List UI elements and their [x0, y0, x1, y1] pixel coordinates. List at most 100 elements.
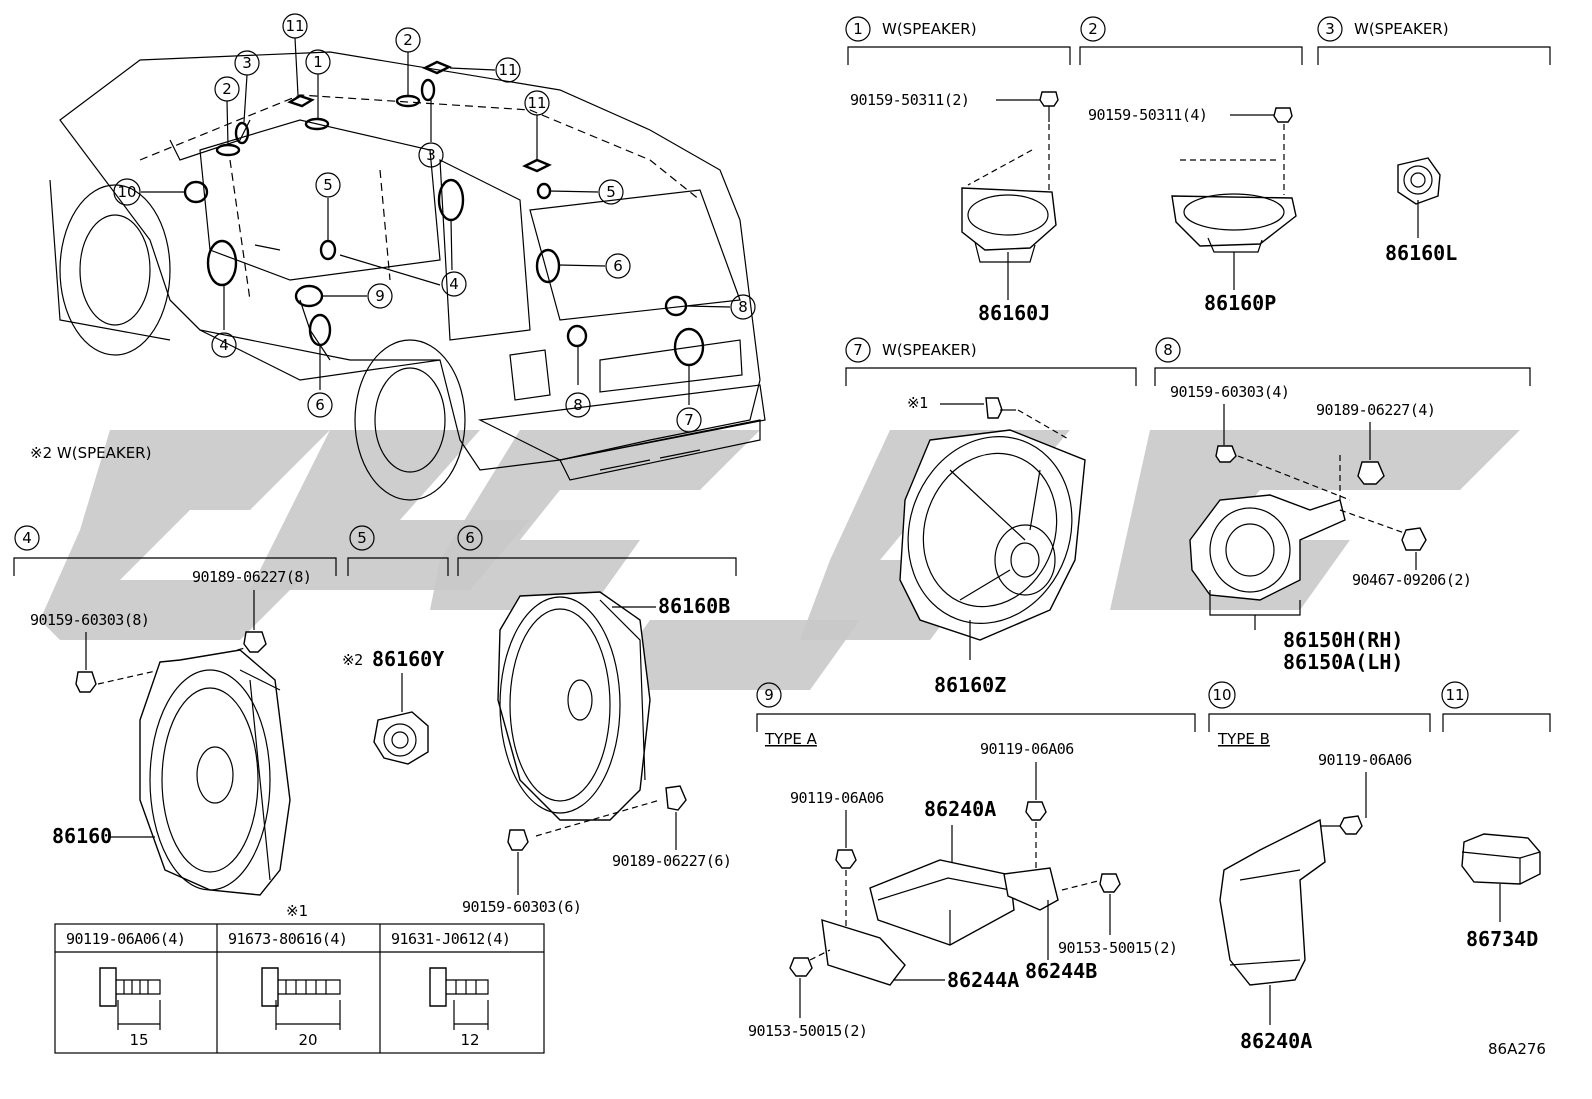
- svg-text:90119-06A06: 90119-06A06: [790, 789, 884, 807]
- callout-6b: 6: [307, 392, 333, 418]
- svg-text:※1: ※1: [286, 902, 308, 920]
- speaker-location-marks: [183, 60, 705, 367]
- svg-text:91631-J0612(4): 91631-J0612(4): [391, 930, 510, 948]
- svg-text:86150H(RH): 86150H(RH): [1283, 628, 1403, 652]
- svg-text:8: 8: [738, 298, 748, 316]
- svg-text:91673-80616(4): 91673-80616(4): [228, 930, 347, 948]
- callout-5a: 5: [315, 172, 341, 198]
- svg-text:6: 6: [613, 257, 623, 275]
- svg-text:11: 11: [498, 61, 517, 79]
- svg-text:90153-50015(2): 90153-50015(2): [748, 1022, 867, 1040]
- svg-text:86244A: 86244A: [947, 968, 1019, 992]
- svg-text:10: 10: [117, 183, 136, 201]
- svg-text:90159-60303(6): 90159-60303(6): [462, 898, 581, 916]
- svg-text:90119-06A06: 90119-06A06: [980, 740, 1074, 758]
- svg-text:90189-06227(6): 90189-06227(6): [612, 852, 731, 870]
- svg-text:8: 8: [573, 396, 583, 414]
- car-callout-lines: [141, 37, 731, 405]
- svg-text:86160: 86160: [52, 824, 112, 848]
- svg-text:2: 2: [222, 80, 232, 98]
- type-a-label: TYPE A: [764, 730, 818, 748]
- svg-text:※2: ※2: [342, 651, 363, 669]
- svg-text:3: 3: [1325, 20, 1335, 38]
- section-10-amplifier: 90119-06A06 86240A: [1219, 751, 1413, 1053]
- svg-text:12: 12: [460, 1031, 479, 1049]
- section-3-tweeter: 86160L: [1385, 157, 1457, 265]
- svg-text:90189-06227(8): 90189-06227(8): [192, 568, 311, 586]
- svg-text:86240A: 86240A: [924, 797, 996, 821]
- section-6-speaker: 86160B 90189-06227(6) 90159-60303(6): [462, 591, 732, 916]
- svg-text:9: 9: [764, 686, 774, 704]
- svg-text:90159-60303(4): 90159-60303(4): [1170, 383, 1289, 401]
- svg-text:86160J: 86160J: [978, 301, 1050, 325]
- svg-text:3: 3: [242, 54, 252, 72]
- svg-text:4: 4: [219, 336, 229, 354]
- svg-text:11: 11: [285, 17, 304, 35]
- callout-11b: 11: [495, 57, 521, 83]
- callout-7: 7: [676, 407, 702, 433]
- callout-8a: 8: [730, 294, 756, 320]
- svg-text:7: 7: [853, 341, 863, 359]
- svg-text:90159-60303(8): 90159-60303(8): [30, 611, 149, 629]
- svg-text:90159-50311(4): 90159-50311(4): [1088, 106, 1207, 124]
- callout-5b: 5: [598, 179, 624, 205]
- callout-9: 9: [367, 283, 393, 309]
- section-8-speaker: 90159-60303(4) 90189-06227(4) 90467-0920…: [1170, 383, 1472, 674]
- callout-8b: 8: [565, 392, 591, 418]
- svg-text:5: 5: [357, 529, 367, 547]
- svg-text:86160L: 86160L: [1385, 241, 1457, 265]
- section-4-speaker: 90189-06227(8) 90159-60303(8) 86160: [30, 568, 312, 896]
- bolt-table: ※1 90119-06A06(4) 91673-80616(4) 91631-J…: [54, 902, 545, 1054]
- svg-text:11: 11: [527, 94, 546, 112]
- svg-text:90153-50015(2): 90153-50015(2): [1058, 939, 1177, 957]
- svg-text:1: 1: [853, 20, 863, 38]
- callout-4a: 4: [441, 271, 467, 297]
- svg-text:6: 6: [465, 529, 475, 547]
- svg-text:90467-09206(2): 90467-09206(2): [1352, 571, 1471, 589]
- section-2-speaker: 90159-50311(4) 86160P: [1088, 106, 1297, 315]
- svg-text:※1: ※1: [907, 394, 928, 412]
- svg-text:9: 9: [375, 287, 385, 305]
- callout-1a: 1: [305, 49, 331, 75]
- svg-text:90159-50311(2): 90159-50311(2): [850, 91, 969, 109]
- svg-text:90189-06227(4): 90189-06227(4): [1316, 401, 1435, 419]
- svg-text:11: 11: [1445, 686, 1464, 704]
- svg-text:15: 15: [129, 1031, 148, 1049]
- svg-text:5: 5: [606, 183, 616, 201]
- svg-text:6: 6: [315, 396, 325, 414]
- reference-code: 86A276: [1488, 1040, 1546, 1058]
- svg-text:86160Z: 86160Z: [934, 673, 1006, 697]
- svg-text:90119-06A06(4): 90119-06A06(4): [66, 930, 185, 948]
- callout-3a: 3: [234, 50, 260, 76]
- callout-11a: 11: [282, 13, 308, 39]
- type-b-label: TYPE B: [1217, 730, 1270, 748]
- vehicle-illustration: [49, 51, 766, 501]
- svg-text:86734D: 86734D: [1466, 927, 1538, 951]
- svg-text:3: 3: [426, 146, 436, 164]
- svg-text:4: 4: [449, 275, 459, 293]
- svg-text:8: 8: [1163, 341, 1173, 359]
- svg-text:10: 10: [1212, 686, 1231, 704]
- svg-text:W(SPEAKER): W(SPEAKER): [882, 341, 977, 359]
- svg-text:86160Y: 86160Y: [372, 647, 444, 671]
- callout-4b: 4: [211, 332, 237, 358]
- callout-2b: 2: [395, 27, 421, 53]
- svg-text:20: 20: [298, 1031, 317, 1049]
- section-headers: 1 W(SPEAKER) 2 3 W(SPEAKER) 4 5 6 7 W(SP…: [13, 16, 1551, 748]
- section-1-speaker: 90159-50311(2) 86160J: [850, 91, 1059, 325]
- svg-text:86150A(LH): 86150A(LH): [1283, 650, 1403, 674]
- svg-text:1: 1: [313, 53, 323, 71]
- svg-text:7: 7: [684, 411, 694, 429]
- svg-text:2: 2: [1088, 20, 1098, 38]
- svg-text:86244B: 86244B: [1025, 959, 1097, 983]
- section-9-amplifier: 90119-06A06 90119-06A06 86240A 90153-500…: [748, 740, 1178, 1040]
- svg-text:4: 4: [22, 529, 32, 547]
- svg-text:W(SPEAKER): W(SPEAKER): [882, 20, 977, 38]
- svg-text:86160B: 86160B: [658, 594, 730, 618]
- section-7-speaker: ※1 86160Z: [899, 394, 1086, 697]
- svg-text:86240A: 86240A: [1240, 1029, 1312, 1053]
- section-11-module: 86734D: [1461, 833, 1541, 951]
- car-callouts: 11 1 2 11 3 2 3 11 10 5 5 4 6 9 4 8 6 8 …: [113, 13, 756, 433]
- svg-text:5: 5: [323, 176, 333, 194]
